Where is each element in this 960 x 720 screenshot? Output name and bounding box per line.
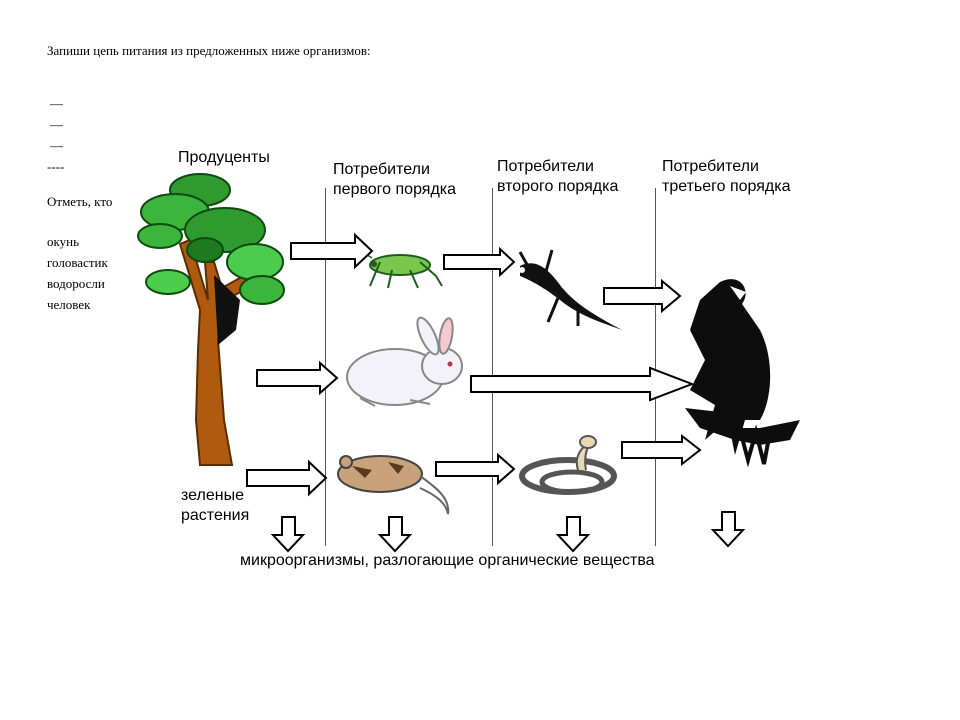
answer-blank-2: — <box>50 117 63 132</box>
arrow-grasshopper-to-lizard <box>443 246 516 278</box>
flow-arrows <box>246 232 746 553</box>
consumers-3-title: Потребители третьего порядка <box>662 157 791 197</box>
arrow-mouse-to-snake <box>435 452 516 486</box>
mouse-icon <box>337 455 450 515</box>
eagle-icon <box>685 279 800 468</box>
consumers-3-line2: третьего порядка <box>662 178 791 195</box>
arrow-lizard-to-eagle <box>603 278 682 314</box>
grasshopper-icon <box>339 246 443 289</box>
consumers-1-title: Потребители первого порядка <box>333 160 456 200</box>
organism-perch: окунь <box>47 234 80 249</box>
rabbit-icon <box>346 316 463 407</box>
organism-human: человек <box>47 297 91 312</box>
consumers-1-line2: первого порядка <box>333 181 457 198</box>
consumers-2-line2: второго порядка <box>497 178 619 195</box>
lizard-icon <box>518 249 622 330</box>
green-plants-line2: растения <box>181 507 250 524</box>
arrow-down-4 <box>710 511 746 548</box>
answer-blank-4: ---- <box>47 159 65 174</box>
answer-blank-3: — <box>50 138 63 153</box>
tree-icon <box>137 173 285 466</box>
mark-prompt: Отметь, кто <box>47 194 113 209</box>
arrow-down-1 <box>270 516 306 553</box>
arrow-snake-to-eagle <box>621 433 702 467</box>
organism-tadpole: головастик <box>47 255 108 270</box>
task-instruction: Запиши цепь питания из предложенных ниже… <box>47 43 371 58</box>
producers-label: Продуценты <box>178 149 270 166</box>
answer-blank-1: — <box>50 96 63 111</box>
arrow-down-2 <box>377 516 413 553</box>
arrow-down-3 <box>555 516 591 553</box>
separator-line-2 <box>492 188 493 546</box>
consumers-1-line1: Потребители <box>333 161 430 178</box>
decomposers-label: микроорганизмы, разлогающие органические… <box>240 552 655 569</box>
arrow-tree-to-mouse <box>246 459 328 497</box>
separator-line-3 <box>655 188 656 546</box>
consumers-3-line1: Потребители <box>662 158 759 175</box>
consumers-2-line1: Потребители <box>497 158 594 175</box>
arrow-tree-to-grasshopper <box>290 232 374 270</box>
green-plants-label: зеленые растения <box>181 486 249 526</box>
organism-algae: водоросли <box>47 276 105 291</box>
green-plants-line1: зеленые <box>181 487 244 504</box>
consumers-2-title: Потребители второго порядка <box>497 157 618 197</box>
arrow-rabbit-to-eagle <box>470 366 695 402</box>
arrow-tree-to-rabbit <box>256 360 339 396</box>
snake-icon <box>519 435 617 495</box>
